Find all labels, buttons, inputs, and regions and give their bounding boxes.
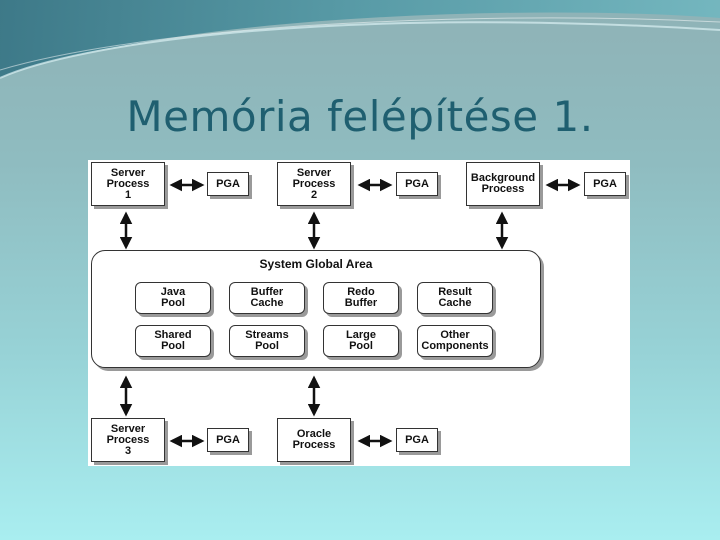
oracle-process-box: Oracle Process bbox=[277, 418, 351, 462]
server-process-1-box: Server Process 1 bbox=[91, 162, 165, 206]
background-process-box: Background Process bbox=[466, 162, 540, 206]
slide-title: Memória felépítése 1. bbox=[126, 92, 594, 141]
large-pool-box: Large Pool bbox=[323, 325, 399, 357]
buffer-cache-box: Buffer Cache bbox=[229, 282, 305, 314]
pga-box-2: PGA bbox=[396, 172, 438, 196]
sga-title: System Global Area bbox=[259, 257, 373, 271]
pga-box-3: PGA bbox=[584, 172, 626, 196]
redo-buffer-box: Redo Buffer bbox=[323, 282, 399, 314]
server-process-2-box: Server Process 2 bbox=[277, 162, 351, 206]
sga-architecture-diagram: Server Process 1 PGA Server Process 2 PG… bbox=[88, 160, 630, 466]
java-pool-box: Java Pool bbox=[135, 282, 211, 314]
pga-box-4: PGA bbox=[207, 428, 249, 452]
server-process-3-box: Server Process 3 bbox=[91, 418, 165, 462]
shared-pool-box: Shared Pool bbox=[135, 325, 211, 357]
result-cache-box: Result Cache bbox=[417, 282, 493, 314]
streams-pool-box: Streams Pool bbox=[229, 325, 305, 357]
diagram-arrows bbox=[119, 178, 581, 448]
other-components-box: Other Components bbox=[417, 325, 493, 357]
decorative-swoosh bbox=[0, 0, 720, 79]
pga-box-5: PGA bbox=[396, 428, 438, 452]
pga-box-1: PGA bbox=[207, 172, 249, 196]
